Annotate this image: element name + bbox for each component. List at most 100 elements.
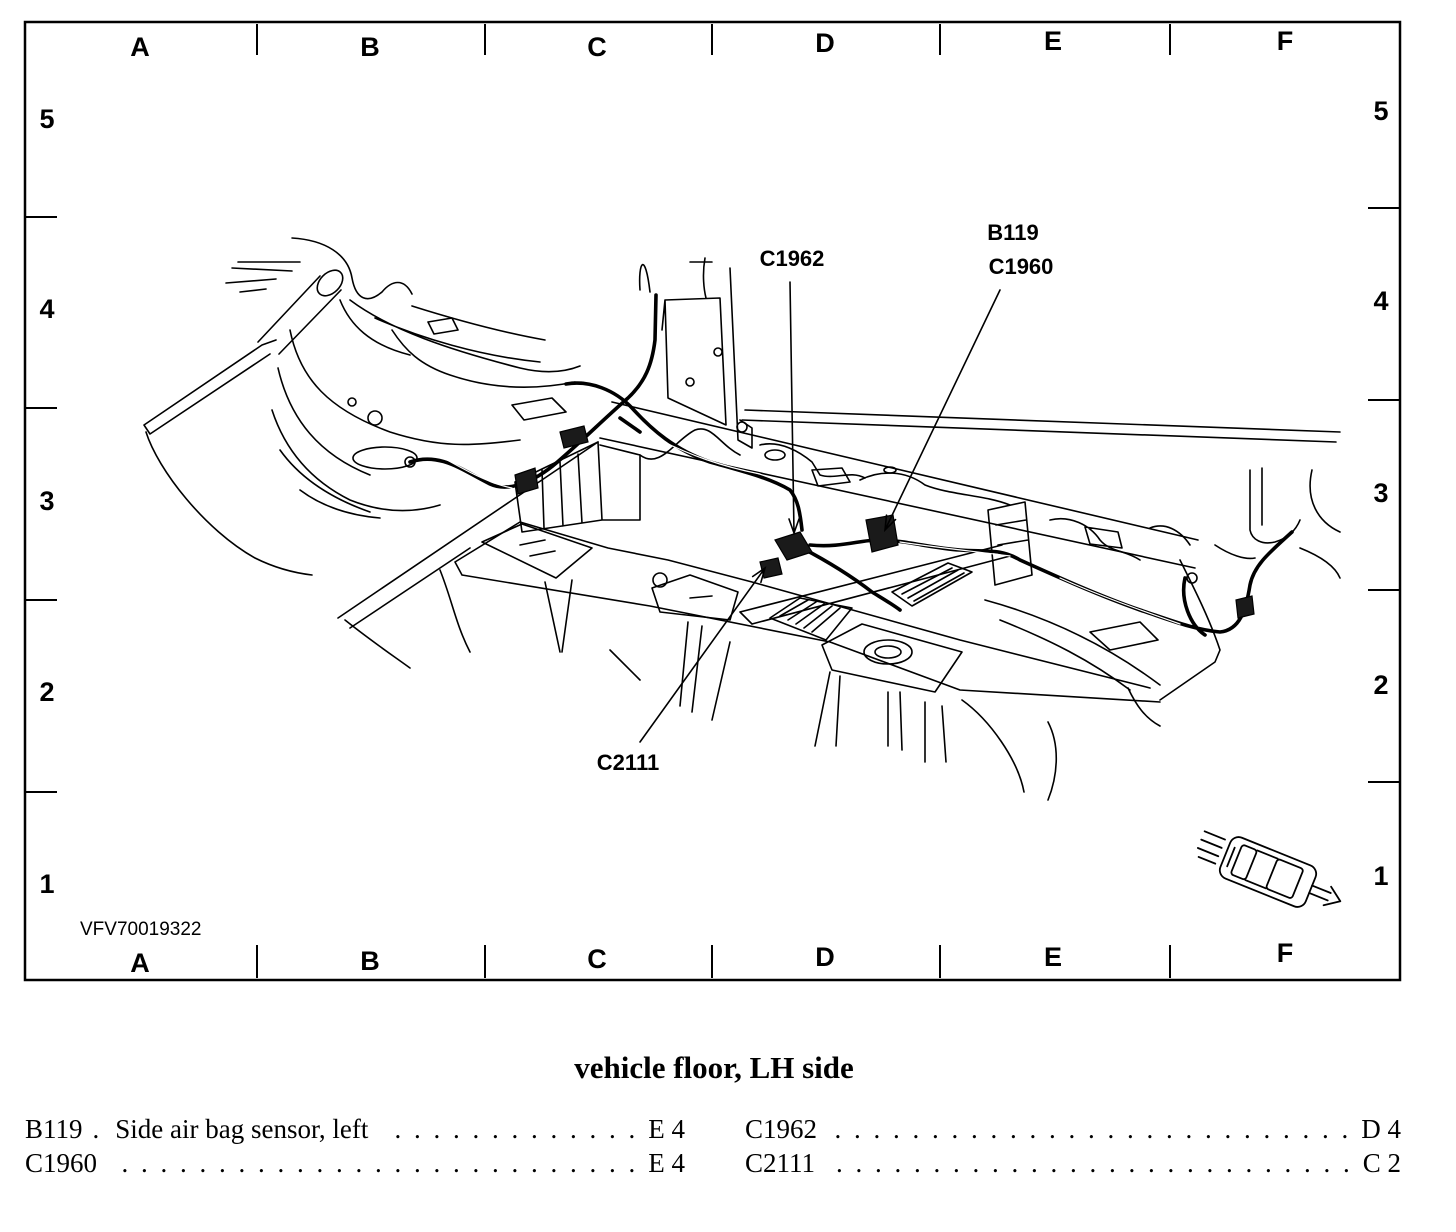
seat-bracket-right	[821, 623, 963, 693]
quarter-trim-lines	[225, 261, 301, 293]
pillar-hole	[685, 377, 695, 387]
callout-c1960: C1960	[989, 254, 1054, 279]
seat-bracket-left	[481, 523, 593, 579]
c-pillar-outline	[1214, 467, 1341, 579]
column-label-c: C	[587, 944, 607, 974]
floor-edge	[337, 441, 599, 629]
column-label-f: F	[1277, 26, 1294, 56]
legend-left-column: B119 Side air bag sensor, left E 4 C1960…	[25, 1112, 685, 1180]
direction-arrow-icon	[1308, 884, 1342, 907]
b-pillar-base	[638, 257, 753, 449]
legend-entry: C2111 C 2	[745, 1146, 1401, 1180]
wheelhouse-oval	[352, 446, 418, 470]
cross-tube	[257, 275, 342, 355]
legend-code: B119	[25, 1114, 83, 1144]
legend-grid-location: C 2	[1362, 1148, 1401, 1178]
front-floor-lines	[344, 569, 1058, 801]
car-direction-icon	[1196, 830, 1342, 908]
pillar-hole	[736, 421, 748, 433]
crossmember-edges	[454, 521, 1161, 703]
row-label-5: 5	[39, 104, 54, 134]
legend-code: C2111	[745, 1148, 816, 1178]
rocker-sill	[143, 339, 313, 576]
legend-code: C1962	[745, 1114, 818, 1144]
dot-leader	[831, 1112, 1351, 1146]
pillar-hole	[713, 347, 723, 357]
bracket-hole	[863, 639, 913, 665]
harness-connector	[559, 425, 589, 449]
callout-labels: C1962 B119 C1960 C2111	[597, 220, 1054, 775]
row-label-2: 2	[1373, 670, 1388, 700]
column-label-d: D	[815, 942, 835, 972]
column-label-f: F	[1277, 938, 1294, 968]
harness-connector	[1235, 595, 1255, 619]
wheelhouse-arc	[145, 431, 313, 576]
leader-b119-c1960	[883, 289, 1001, 533]
row-label-4: 4	[1373, 286, 1388, 316]
harness-clip	[1186, 572, 1198, 584]
rear-floor-band	[599, 401, 1341, 569]
car-body	[1218, 836, 1318, 908]
wiring-harness	[404, 293, 1294, 637]
callout-c2111: C2111	[597, 750, 659, 775]
row-label-1: 1	[39, 869, 54, 899]
right-row-ticks	[1368, 207, 1400, 783]
vent-grille	[891, 562, 973, 607]
harness-clip	[404, 456, 416, 468]
legend-separator	[93, 1112, 100, 1146]
legend-grid-location: D 4	[1361, 1114, 1401, 1144]
legend-description: Side air bag sensor, left	[115, 1114, 369, 1144]
connectors	[514, 425, 1255, 619]
rear-quarter-panel	[225, 237, 413, 356]
top-column-labels: A B C D E F	[130, 26, 1293, 62]
drawing-number: VFV70019322	[80, 919, 202, 940]
column-label-b: B	[360, 946, 380, 976]
right-floor-contours	[984, 559, 1221, 727]
sill-edge	[143, 339, 277, 435]
legend-code: C1960	[25, 1148, 98, 1178]
row-label-3: 3	[39, 486, 54, 516]
right-floor	[984, 559, 1221, 727]
rear-floor-hole	[883, 466, 897, 474]
wheelhouse-pad	[427, 317, 567, 421]
leader-c1962	[788, 281, 800, 536]
dot-leader	[382, 1112, 638, 1146]
car-details	[1226, 846, 1279, 890]
top-column-ticks	[256, 24, 1171, 55]
vent-grille	[769, 597, 853, 641]
row-label-1: 1	[1373, 861, 1388, 891]
quarter-panel-contours	[291, 237, 413, 356]
grid-ticks	[25, 24, 1400, 978]
left-row-ticks	[25, 216, 57, 793]
bottom-column-labels: A B C D E F	[130, 938, 1293, 978]
bracket-hole-inner	[874, 645, 902, 659]
car-rear-window	[1265, 858, 1304, 899]
diagram-caption: vehicle floor, LH side	[574, 1050, 854, 1085]
row-label-4: 4	[39, 294, 54, 324]
row-label-5: 5	[1373, 96, 1388, 126]
legend-grid-location: E 4	[648, 1148, 685, 1178]
bottom-column-ticks	[256, 945, 1171, 978]
connector-b119-c1960	[865, 514, 899, 553]
row-label-3: 3	[1373, 478, 1388, 508]
rear-floor-edges	[599, 401, 1341, 569]
column-label-b: B	[360, 32, 380, 62]
harness-highlight	[439, 439, 1181, 625]
wheelhouse-contours	[271, 299, 581, 519]
wheelhouse-hole	[367, 410, 383, 426]
legend-grid-location: E 4	[648, 1114, 685, 1144]
connector-c2111	[759, 557, 783, 579]
legend-right-column: C1962 D 4 C2111 C 2	[745, 1112, 1401, 1180]
right-row-labels: 5 4 3 2 1	[1373, 96, 1388, 891]
column-label-a: A	[130, 32, 150, 62]
seat-bracket-center	[651, 574, 739, 621]
car-windshield	[1230, 844, 1258, 881]
cross-tube-end	[316, 269, 344, 297]
column-label-e: E	[1044, 26, 1062, 56]
bracket-bolt	[652, 572, 668, 588]
legend-entry: B119 Side air bag sensor, left E 4	[25, 1112, 685, 1146]
legend-entry: C1960 E 4	[25, 1146, 685, 1180]
diagram-frame	[23, 20, 1402, 982]
pillar-outline	[638, 257, 753, 449]
front-floor	[344, 569, 1058, 801]
